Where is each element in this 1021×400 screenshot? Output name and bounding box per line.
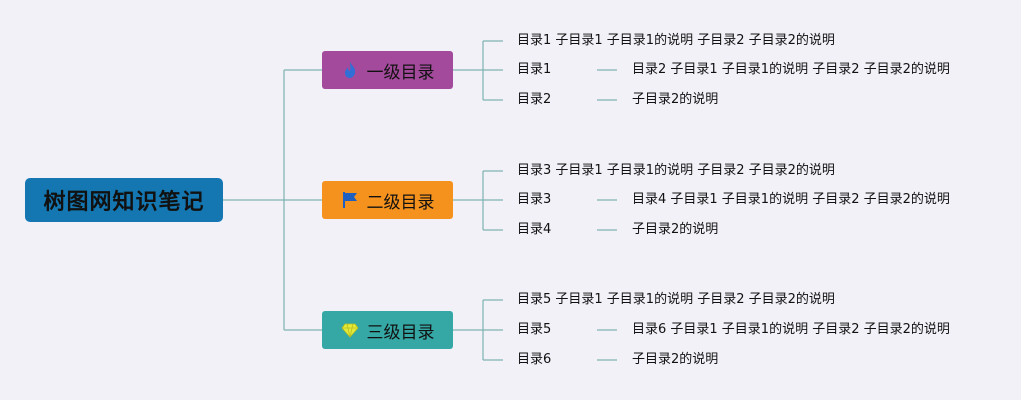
- branch-label-3: 三级目录: [366, 322, 435, 343]
- leaf-b1-r3-detail[interactable]: 子目录2的说明: [632, 92, 719, 107]
- leaf-b2-r2[interactable]: 目录3: [517, 192, 552, 207]
- leaf-b3-r3-detail[interactable]: 子目录2的说明: [632, 352, 719, 367]
- root-label: 树图网知识笔记: [43, 190, 205, 215]
- branch-label-2: 二级目录: [366, 192, 435, 213]
- leaf-b3-r2[interactable]: 目录5: [517, 322, 552, 337]
- leaf-b1-r2-detail[interactable]: 目录2 子目录1 子目录1的说明 子目录2 子目录2的说明: [632, 62, 950, 77]
- branch-node-2[interactable]: 二级目录: [322, 181, 453, 219]
- flag-icon: [341, 191, 359, 209]
- branch-node-3[interactable]: 三级目录: [322, 311, 453, 349]
- leaf-b3-r1[interactable]: 目录5 子目录1 子目录1的说明 子目录2 子目录2的说明: [517, 292, 835, 307]
- leaf-b1-r2[interactable]: 目录1: [517, 62, 552, 77]
- leaf-b1-r3[interactable]: 目录2: [517, 92, 552, 107]
- leaf-b2-r2-detail[interactable]: 目录4 子目录1 子目录1的说明 子目录2 子目录2的说明: [632, 192, 950, 207]
- leaf-b1-r1[interactable]: 目录1 子目录1 子目录1的说明 子目录2 子目录2的说明: [517, 33, 835, 48]
- leaf-b3-r3[interactable]: 目录6: [517, 352, 552, 367]
- branch-2-connector: [453, 170, 617, 231]
- branch-label-1: 一级目录: [366, 62, 435, 83]
- diamond-icon: [340, 321, 359, 339]
- leaf-b2-r3[interactable]: 目录4: [517, 222, 552, 237]
- flame-icon: [341, 61, 359, 79]
- leaf-b2-r3-detail[interactable]: 子目录2的说明: [632, 222, 719, 237]
- branch-3-connector: [453, 299, 617, 361]
- root-connector: [223, 69, 322, 331]
- branch-1-connector: [453, 40, 617, 101]
- root-node[interactable]: 树图网知识笔记: [25, 178, 223, 222]
- branch-node-1[interactable]: 一级目录: [322, 51, 453, 89]
- leaf-b2-r1[interactable]: 目录3 子目录1 子目录1的说明 子目录2 子目录2的说明: [517, 163, 835, 178]
- leaf-b3-r2-detail[interactable]: 目录6 子目录1 子目录1的说明 子目录2 子目录2的说明: [632, 322, 950, 337]
